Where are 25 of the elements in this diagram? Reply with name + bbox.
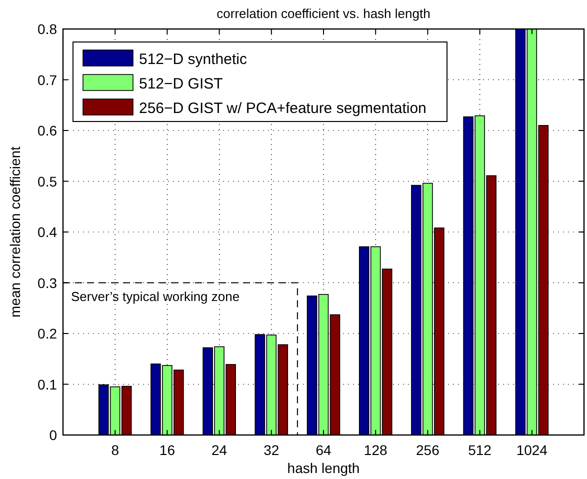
- tick-label: 16: [159, 442, 175, 458]
- annotation-text: Server’s typical working zone: [71, 288, 240, 304]
- tick-label: 512: [468, 442, 492, 458]
- legend-label: 512−D GIST: [139, 76, 223, 92]
- legend-label: 256−D GIST w/ PCA+feature segmentation: [139, 100, 426, 117]
- tick-label: 1024: [516, 442, 548, 458]
- tick-label: 0.4: [38, 224, 57, 240]
- tick-label: 0: [49, 427, 57, 443]
- chart-title: correlation coefficient vs. hash length: [216, 6, 430, 21]
- tick-label: 64: [316, 442, 332, 458]
- tick-label: 0.8: [38, 21, 57, 37]
- tick-label: 24: [212, 442, 228, 458]
- tick-label: 256: [416, 442, 440, 458]
- tick-label: 0.5: [38, 173, 57, 190]
- tick-label: 0.3: [38, 274, 57, 291]
- tick-label: 8: [111, 442, 119, 458]
- tick-label: 0.6: [38, 122, 57, 138]
- tick-label: 0.2: [38, 326, 57, 342]
- tick-label: 0.1: [38, 376, 57, 392]
- axis-title: mean correlation coefficient: [7, 146, 23, 318]
- tick-label: 32: [264, 442, 280, 458]
- axis-title: hash length: [287, 460, 360, 476]
- tick-label: 0.7: [38, 72, 57, 88]
- tick-label: 128: [364, 442, 388, 458]
- legend-label: 512−D synthetic: [139, 51, 247, 68]
